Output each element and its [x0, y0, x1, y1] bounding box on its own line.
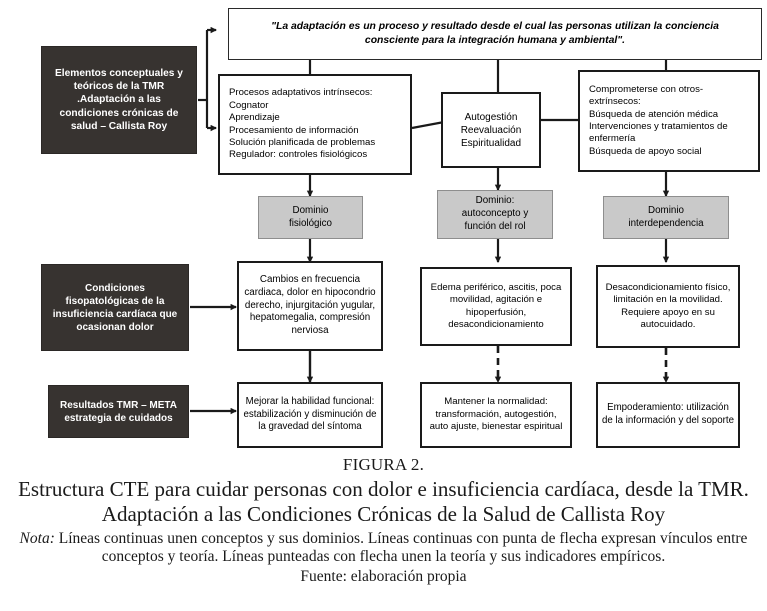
theory-elements-text: Elementos conceptuales y teóricos de la … [55, 67, 183, 132]
manifestation-desacondicionamiento-text: Desacondicionamiento físico, limitación … [605, 281, 731, 330]
figure-note-text: Líneas continuas unen conceptos y sus do… [54, 529, 748, 566]
theory-quote-text: "La adaptación es un proceso y resultado… [271, 21, 719, 46]
pathophysiology-conditions-text: Condiciones fisopatológicas de la insufi… [52, 282, 178, 333]
outcome-normalidad-text: Mantener la normalidad: transformación, … [429, 396, 563, 433]
concept-autogestion-text: Autogestión Reevaluación Espiritualidad [460, 111, 522, 149]
concept-intrinsecos-text: Procesos adaptativos intrínsecos: Cognat… [229, 87, 376, 161]
results-meta-box: Resultados TMR – META estrategia de cuid… [48, 385, 189, 438]
figure-caption: FIGURA 2. Estructura CTE para cuidar per… [0, 455, 767, 586]
domain-box-fisiologico: Dominio fisiológico [258, 196, 363, 239]
outcome-habilidad-text: Mejorar la habilidad funcional: estabili… [243, 396, 377, 433]
domain-box-autoconcepto: Dominio: autoconcepto y función del rol [437, 190, 553, 239]
concept-box-extrinsecos: Comprometerse con otros-extrínsecos: Bús… [578, 70, 760, 172]
manifestation-edema-text: Edema periférico, ascitis, poca movilida… [430, 281, 562, 330]
figure-note-label: Nota: [19, 529, 55, 547]
outcome-box-habilidad: Mejorar la habilidad funcional: estabili… [237, 382, 383, 448]
pathophysiology-conditions-box: Condiciones fisopatológicas de la insufi… [41, 264, 189, 351]
theory-elements-box: Elementos conceptuales y teóricos de la … [41, 46, 197, 154]
manifestation-box-edema: Edema periférico, ascitis, poca movilida… [420, 267, 572, 346]
manifestation-box-desacondicionamiento: Desacondicionamiento físico, limitación … [596, 265, 740, 348]
manifestation-box-cardiaco: Cambios en frecuencia cardiaca, dolor en… [237, 261, 383, 351]
outcome-empoderamiento-text: Empoderamiento: utilización de la inform… [602, 402, 734, 426]
theory-quote-box: "La adaptación es un proceso y resultado… [228, 8, 762, 60]
figure-title: Estructura CTE para cuidar personas con … [18, 477, 749, 526]
domain-interdependencia-text: Dominio interdependencia [628, 204, 704, 229]
results-meta-text: Resultados TMR – META estrategia de cuid… [59, 399, 178, 424]
cte-structure-diagram: "La adaptación es un proceso y resultado… [41, 8, 762, 448]
figure-source: Fuente: elaboración propia [300, 568, 467, 586]
figure-note: Nota: Líneas continuas unen conceptos y … [0, 527, 767, 568]
outcome-box-normalidad: Mantener la normalidad: transformación, … [420, 382, 572, 448]
domain-box-interdependencia: Dominio interdependencia [603, 196, 729, 239]
figure-number-label: FIGURA 2. [342, 455, 425, 474]
outcome-box-empoderamiento: Empoderamiento: utilización de la inform… [596, 382, 740, 448]
concept-extrinsecos-text: Comprometerse con otros-extrínsecos: Bús… [589, 83, 728, 157]
domain-fisiologico-text: Dominio fisiológico [288, 204, 333, 229]
concept-box-intrinsecos: Procesos adaptativos intrínsecos: Cognat… [218, 74, 412, 175]
domain-autoconcepto-text: Dominio: autoconcepto y función del rol [461, 195, 529, 232]
concept-box-autogestion: Autogestión Reevaluación Espiritualidad [441, 92, 541, 168]
manifestation-cardiaco-text: Cambios en frecuencia cardiaca, dolor en… [244, 274, 376, 337]
